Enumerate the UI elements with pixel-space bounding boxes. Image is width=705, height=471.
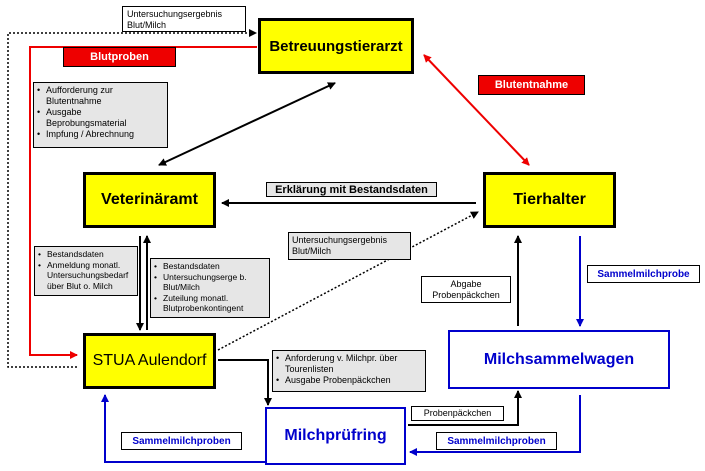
note-bullet: Impfung / Abrechnung (37, 129, 164, 140)
label-blutentnahme-text: Blutentnahme (494, 79, 569, 91)
label-sammelmilchproben-right-text: Sammelmilchproben (447, 435, 546, 447)
label-probenpaeckchen: Probenpäckchen (411, 406, 504, 421)
vet-doctor-link (158, 82, 336, 166)
node-milchsammelwagen: Milchsammelwagen (448, 330, 670, 389)
label-sammelmilchprobe-text: Sammelmilchprobe (597, 268, 690, 280)
pruefring-to-stua (101, 394, 265, 463)
note-aufforderung: Aufforderung zur Blutentnahme Ausgabe Be… (33, 82, 168, 148)
label-blutproben-text: Blutproben (90, 51, 149, 63)
note-bullet: Untersuchungserge b. Blut/Milch (154, 272, 266, 293)
note-bullet: Ausgabe Probenpäckchen (276, 375, 422, 386)
note-abgabe: Abgabe Probenpäckchen (421, 276, 511, 303)
label-sammelmilchprobe: Sammelmilchprobe (587, 265, 700, 283)
pruefring-to-sammelwagen (408, 390, 522, 426)
note-bullet: Aufforderung zur Blutentnahme (37, 85, 164, 107)
node-veterinaeramt: Veterinäramt (83, 172, 216, 228)
node-milchsammelwagen-label: Milchsammelwagen (483, 350, 635, 368)
note-line: Untersuchungsergebnis (292, 235, 388, 245)
note-line: Blut/Milch (292, 246, 332, 256)
label-blutproben: Blutproben (63, 47, 176, 67)
node-betreuungstierarzt-label: Betreuungstierarzt (269, 37, 403, 55)
label-sammelmilchproben-right: Sammelmilchproben (436, 432, 557, 450)
note-line: Blut/Milch (127, 20, 167, 30)
note-line: Abgabe (450, 279, 482, 289)
note-line: Probenpäckchen (432, 290, 500, 300)
label-erklaerung-text: Erklärung mit Bestandsdaten (275, 183, 428, 196)
note-bullet: Zuteilung monatl. Blutprobenkontingent (154, 293, 266, 314)
red-blutentnahme-arrow (423, 54, 530, 166)
note-bullet: Anmeldung monatl. Untersuchungsbedarf üb… (38, 260, 134, 292)
note-bullet: Anforderung v. Milchpr. über Tourenliste… (276, 353, 422, 375)
label-sammelmilchproben-left-text: Sammelmilchproben (132, 435, 231, 447)
node-milchpruefring-label: Milchprüfring (284, 427, 387, 444)
stua-to-milchpruefring (218, 359, 272, 406)
dotted-result-to-tierhalter (217, 211, 479, 351)
node-milchpruefring: Milchprüfring (265, 407, 406, 465)
note-untersuchungsergebnis-mid: Untersuchungsergebnis Blut/Milch (288, 232, 411, 260)
note-untersuchungsergebnis-top: Untersuchungsergebnis Blut/Milch (122, 6, 246, 32)
note-milchpr: Anforderung v. Milchpr. über Tourenliste… (272, 350, 426, 392)
node-stua-label: STUA Aulendorf (92, 352, 207, 369)
label-erklaerung: Erklärung mit Bestandsdaten (266, 182, 437, 197)
label-blutentnahme: Blutentnahme (478, 75, 585, 95)
node-tierhalter: Tierhalter (483, 172, 616, 228)
sammelwagen-to-pruefring (409, 395, 581, 456)
note-bullet: Bestandsdaten (38, 249, 134, 260)
node-tierhalter-label: Tierhalter (513, 191, 586, 208)
node-betreuungstierarzt: Betreuungstierarzt (258, 18, 414, 74)
note-stua-to-vet: Bestandsdaten Anmeldung monatl. Untersuc… (34, 246, 138, 296)
dotted-result-to-vet-doctor (7, 29, 257, 368)
note-bullet: Bestandsdaten (154, 261, 266, 272)
node-stua: STUA Aulendorf (83, 333, 216, 389)
note-vet-to-stua: Bestandsdaten Untersuchungserge b. Blut/… (150, 258, 270, 318)
node-veterinaeramt-label: Veterinäramt (101, 191, 198, 208)
note-line: Untersuchungsergebnis (127, 9, 223, 19)
label-sammelmilchproben-left: Sammelmilchproben (121, 432, 242, 450)
note-bullet: Ausgabe Beprobungsmaterial (37, 107, 164, 129)
label-probenpaeckchen-text: Probenpäckchen (423, 408, 492, 418)
